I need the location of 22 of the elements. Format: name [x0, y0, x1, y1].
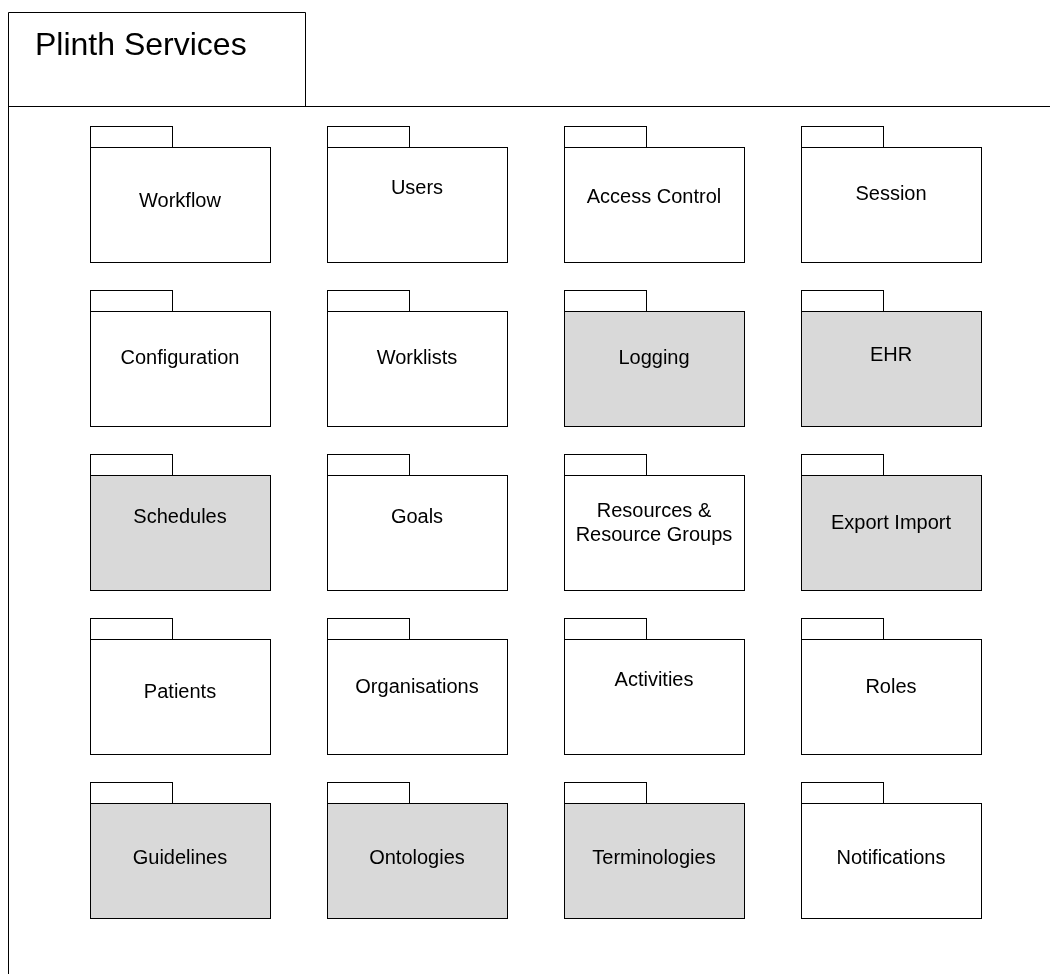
package-label: Activities — [614, 667, 694, 691]
package-label: Worklists — [376, 345, 458, 369]
package-label: Export Import — [830, 510, 951, 534]
package-label: Ontologies — [369, 845, 465, 869]
package-label: Resources & Resource Groups — [574, 498, 734, 546]
package-label: Organisations — [355, 674, 479, 698]
package-label: Workflow — [139, 188, 221, 212]
package-label: Logging — [618, 345, 690, 369]
package-label: Goals — [390, 504, 444, 528]
package-title: Plinth Services — [35, 25, 247, 64]
package-label: Session — [855, 181, 927, 205]
package-frame — [8, 12, 1050, 974]
package-label: Notifications — [836, 845, 946, 869]
package-label: Terminologies — [592, 845, 716, 869]
package-label: Configuration — [120, 345, 240, 369]
package-label: Schedules — [133, 504, 227, 528]
package-label: Access Control — [586, 184, 722, 208]
package-label: Patients — [143, 679, 217, 703]
package-label: EHR — [869, 342, 913, 366]
package-label: Roles — [865, 674, 917, 698]
package-label: Guidelines — [132, 845, 228, 869]
package-label: Users — [390, 175, 444, 199]
